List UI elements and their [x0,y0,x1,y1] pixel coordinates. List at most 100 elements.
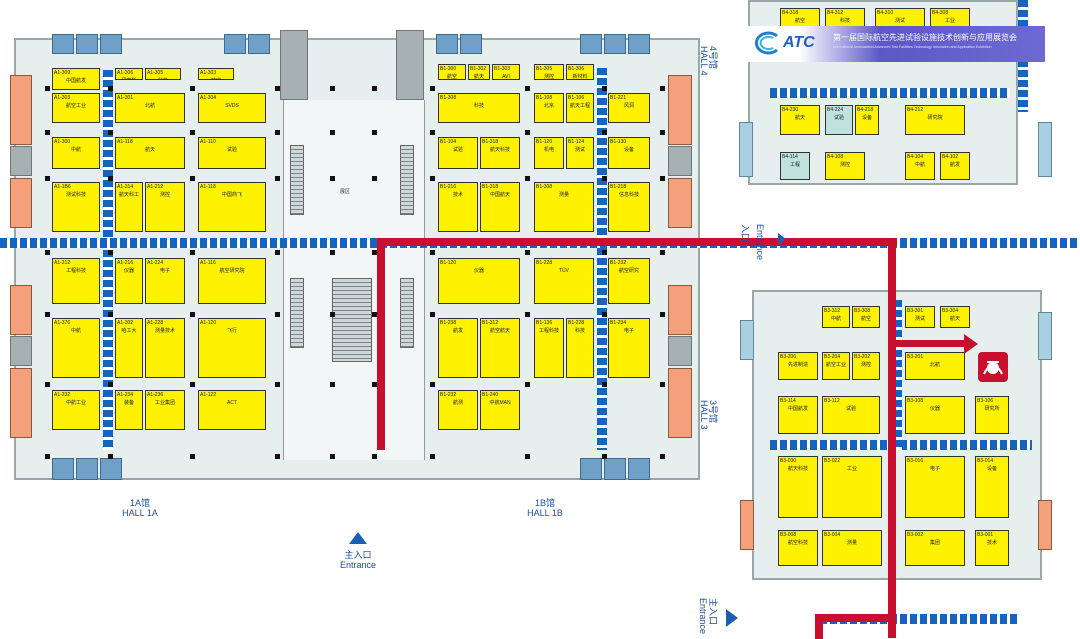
pillar [108,130,113,135]
booth-id: A1-110 [200,139,216,145]
booth-name: 设备 [861,115,872,121]
pillar [602,130,607,135]
booth[interactable]: A1-305科技 [145,68,181,80]
booth[interactable]: A1-306研究所 [115,68,143,80]
booth-id: B1-221 [610,95,627,101]
booth-id: A1-303 [200,70,217,76]
banner-logo-text: ATC [783,34,815,51]
booth-id: B4-102 [942,154,959,160]
pillar [660,130,665,135]
booth-name: 中国航发 [65,78,86,84]
booth-name: 设备 [623,147,634,153]
booth-name: 中航 [914,162,925,168]
corridor-label: 展区 [340,189,351,195]
booth-name: 中航 [830,316,841,322]
aisle-marker [597,68,607,450]
booth-name: 新材料 [572,74,588,80]
